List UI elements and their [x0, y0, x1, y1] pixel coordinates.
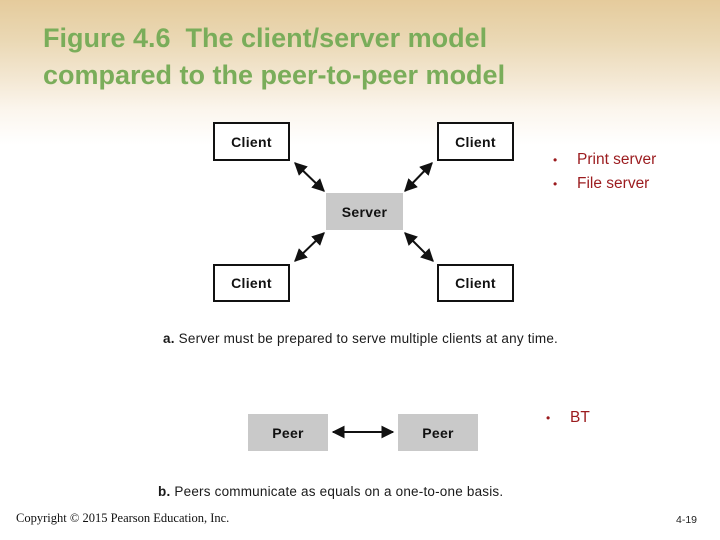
bullet-icon: • — [546, 411, 551, 425]
bullet-icon: • — [553, 153, 558, 167]
bullet-icon: • — [553, 177, 558, 191]
list-item: • BT — [546, 406, 590, 430]
caption-a-text: Server must be prepared to serve multipl… — [178, 331, 558, 346]
server-box: Server — [326, 193, 403, 230]
list-item: • File server — [553, 172, 656, 196]
peer-box-left: Peer — [248, 414, 328, 451]
client-label: Client — [455, 275, 496, 291]
bullet-list-bt: • BT — [546, 406, 590, 430]
page-number: 4-19 — [675, 514, 697, 526]
list-item: • Print server — [553, 148, 656, 172]
peer-label: Peer — [422, 424, 454, 441]
bullet-label: File server — [577, 175, 650, 192]
caption-a: a.Server must be prepared to serve multi… — [163, 331, 558, 346]
arrow-client-tr-server — [404, 162, 433, 192]
bullet-label: Print server — [577, 151, 657, 168]
caption-b-text: Peers communicate as equals on a one-to-… — [174, 484, 504, 499]
caption-b: b.Peers communicate as equals on a one-t… — [158, 484, 503, 499]
bullet-label: BT — [570, 409, 590, 426]
caption-a-prefix: a. — [163, 331, 175, 346]
client-box-bottom-left: Client — [213, 264, 290, 302]
client-label: Client — [231, 275, 272, 291]
bullet-list-servers: • Print server • File server — [553, 148, 656, 196]
client-label: Client — [455, 133, 496, 150]
client-box-top-left: Client — [213, 122, 290, 161]
peer-box-right: Peer — [398, 414, 478, 451]
page-title: Figure 4.6 The client/server model compa… — [43, 20, 683, 94]
title-line-2: compared to the peer-to-peer model — [43, 60, 506, 90]
client-box-bottom-right: Client — [437, 264, 514, 302]
client-box-top-right: Client — [437, 122, 514, 161]
arrow-client-tl-server — [294, 162, 325, 192]
peer-label: Peer — [272, 424, 304, 441]
copyright-text: Copyright © 2015 Pearson Education, Inc. — [16, 511, 230, 525]
client-label: Client — [231, 133, 272, 150]
server-label: Server — [341, 203, 388, 220]
title-line-1: Figure 4.6 The client/server model — [43, 23, 488, 53]
arrow-client-br-server — [404, 232, 434, 262]
caption-b-prefix: b. — [158, 484, 171, 499]
arrow-client-bl-server — [294, 232, 325, 262]
